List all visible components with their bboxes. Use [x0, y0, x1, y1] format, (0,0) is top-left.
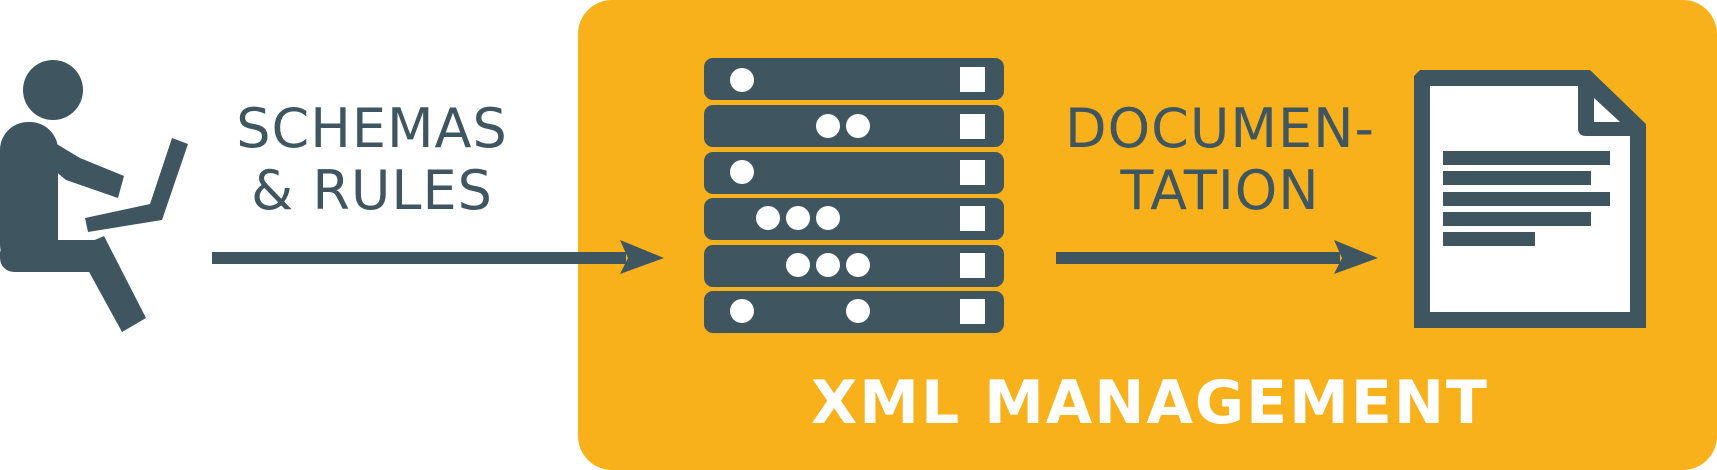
- xml-management-label: XML MANAGEMENT: [811, 368, 1489, 438]
- schemas-label-line2: & RULES: [251, 159, 493, 222]
- server-unit: [704, 198, 1004, 240]
- server-rack-icon: [704, 58, 1004, 333]
- schemas-and-rules-label: SCHEMAS & RULES: [222, 98, 522, 222]
- documentation-label-line2: TATION: [1120, 159, 1320, 222]
- server-unit: [704, 152, 1004, 194]
- schemas-label-line1: SCHEMAS: [236, 97, 508, 160]
- server-unit: [704, 58, 1004, 100]
- person-at-laptop-icon: [0, 60, 188, 332]
- arrow-server-to-documentation: [1056, 240, 1378, 274]
- documentation-label-line1: DOCUMEN-: [1065, 97, 1375, 160]
- documentation-label: DOCUMEN- TATION: [1035, 98, 1405, 222]
- arrow-schemas-to-server: [212, 240, 664, 274]
- document-icon: [1414, 70, 1646, 328]
